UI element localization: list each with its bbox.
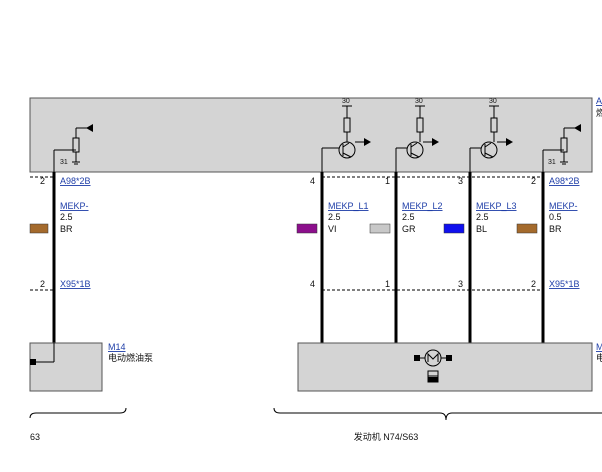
wire-left-name[interactable]: MEKP- — [60, 201, 89, 211]
wire-right-name[interactable]: MEKP- — [549, 201, 578, 211]
wire-left-color: BR — [60, 224, 73, 234]
wire-l3-gauge: 2.5 — [476, 212, 489, 222]
fuel-pump-terminal-icon — [30, 359, 36, 365]
transistor-1-voltage: 30 — [342, 98, 350, 105]
motor-code[interactable]: M — [596, 342, 602, 352]
wire-l3-swatch — [443, 223, 465, 234]
wire-l2-name[interactable]: MEKP_L2 — [402, 201, 443, 211]
wire-l2-gauge: 2.5 — [402, 212, 415, 222]
motor-terminal-right-icon — [446, 355, 452, 361]
wire-l3-name[interactable]: MEKP_L3 — [476, 201, 517, 211]
fuel-pump-name: 电动燃油泵 — [108, 352, 153, 363]
motor-box — [297, 342, 593, 392]
wire-l1-swatch — [296, 223, 318, 234]
control-unit-label-cn: 燃 — [596, 107, 602, 118]
wire-l1-name[interactable]: MEKP_L1 — [328, 201, 369, 211]
pin-top-l1: 4 — [310, 176, 315, 186]
pin-top-l2: 1 — [385, 176, 390, 186]
connector-dashes — [30, 176, 543, 291]
motor-terminal-left-icon — [414, 355, 420, 361]
left-arrow-icon — [86, 124, 93, 132]
center-brace — [273, 407, 602, 421]
wires — [52, 172, 545, 343]
transistor-2-voltage: 30 — [415, 98, 423, 105]
transistor-2-arrow-icon — [432, 138, 439, 146]
pin-top-right: 2 — [531, 176, 536, 186]
wire-l3-color: BL — [476, 224, 487, 234]
pin-top-left: 2 — [40, 176, 45, 186]
wire-right-swatch — [516, 223, 538, 234]
motor-name: 电 — [596, 352, 602, 363]
footer-left-label: 63 — [30, 432, 40, 442]
pin-bottom-l3: 3 — [458, 279, 463, 289]
transistor-2-symbol — [395, 105, 432, 172]
wire-l2-swatch — [369, 223, 391, 234]
left-ground-number: 31 — [60, 159, 68, 166]
motor-symbol — [419, 349, 447, 383]
left-brace — [29, 407, 127, 419]
wire-l1-gauge: 2.5 — [328, 212, 341, 222]
footer-center-label: 发动机 N74/S63 — [354, 431, 419, 442]
pin-top-l3: 3 — [458, 176, 463, 186]
connector-a98-left[interactable]: A98*2B — [60, 176, 91, 186]
left-resistor-symbol — [53, 127, 93, 172]
wire-l1-color: VI — [328, 224, 337, 234]
transistor-3-arrow-icon — [506, 138, 513, 146]
wire-left-gauge: 2.5 — [60, 212, 73, 222]
pin-bottom-left: 2 — [40, 279, 45, 289]
fuel-pump-internal — [36, 343, 55, 363]
transistor-3-voltage: 30 — [489, 98, 497, 105]
control-unit-label[interactable]: A — [596, 96, 602, 106]
connector-a98-right[interactable]: A98*2B — [549, 176, 580, 186]
fuel-pump-code[interactable]: M14 — [108, 342, 126, 352]
right-ground-number: 31 — [548, 159, 556, 166]
connector-x95-left[interactable]: X95*1B — [60, 279, 91, 289]
transistor-3-symbol — [469, 105, 506, 172]
wire-right-gauge: 0.5 — [549, 212, 562, 222]
connector-x95-right[interactable]: X95*1B — [549, 279, 580, 289]
motor-plug-icon — [428, 377, 438, 382]
pin-bottom-l1: 4 — [310, 279, 315, 289]
wire-right-color: BR — [549, 224, 562, 234]
right-resistor-symbol — [542, 127, 581, 172]
pin-bottom-l2: 1 — [385, 279, 390, 289]
transistor-1-symbol — [321, 105, 364, 172]
wire-left-swatch — [29, 223, 49, 234]
right-arrow-icon — [574, 124, 581, 132]
pin-bottom-right: 2 — [531, 279, 536, 289]
control-unit-box — [29, 97, 593, 173]
fuel-pump-box — [29, 342, 103, 392]
wire-l2-color: GR — [402, 224, 416, 234]
transistor-1-arrow-icon — [364, 138, 371, 146]
